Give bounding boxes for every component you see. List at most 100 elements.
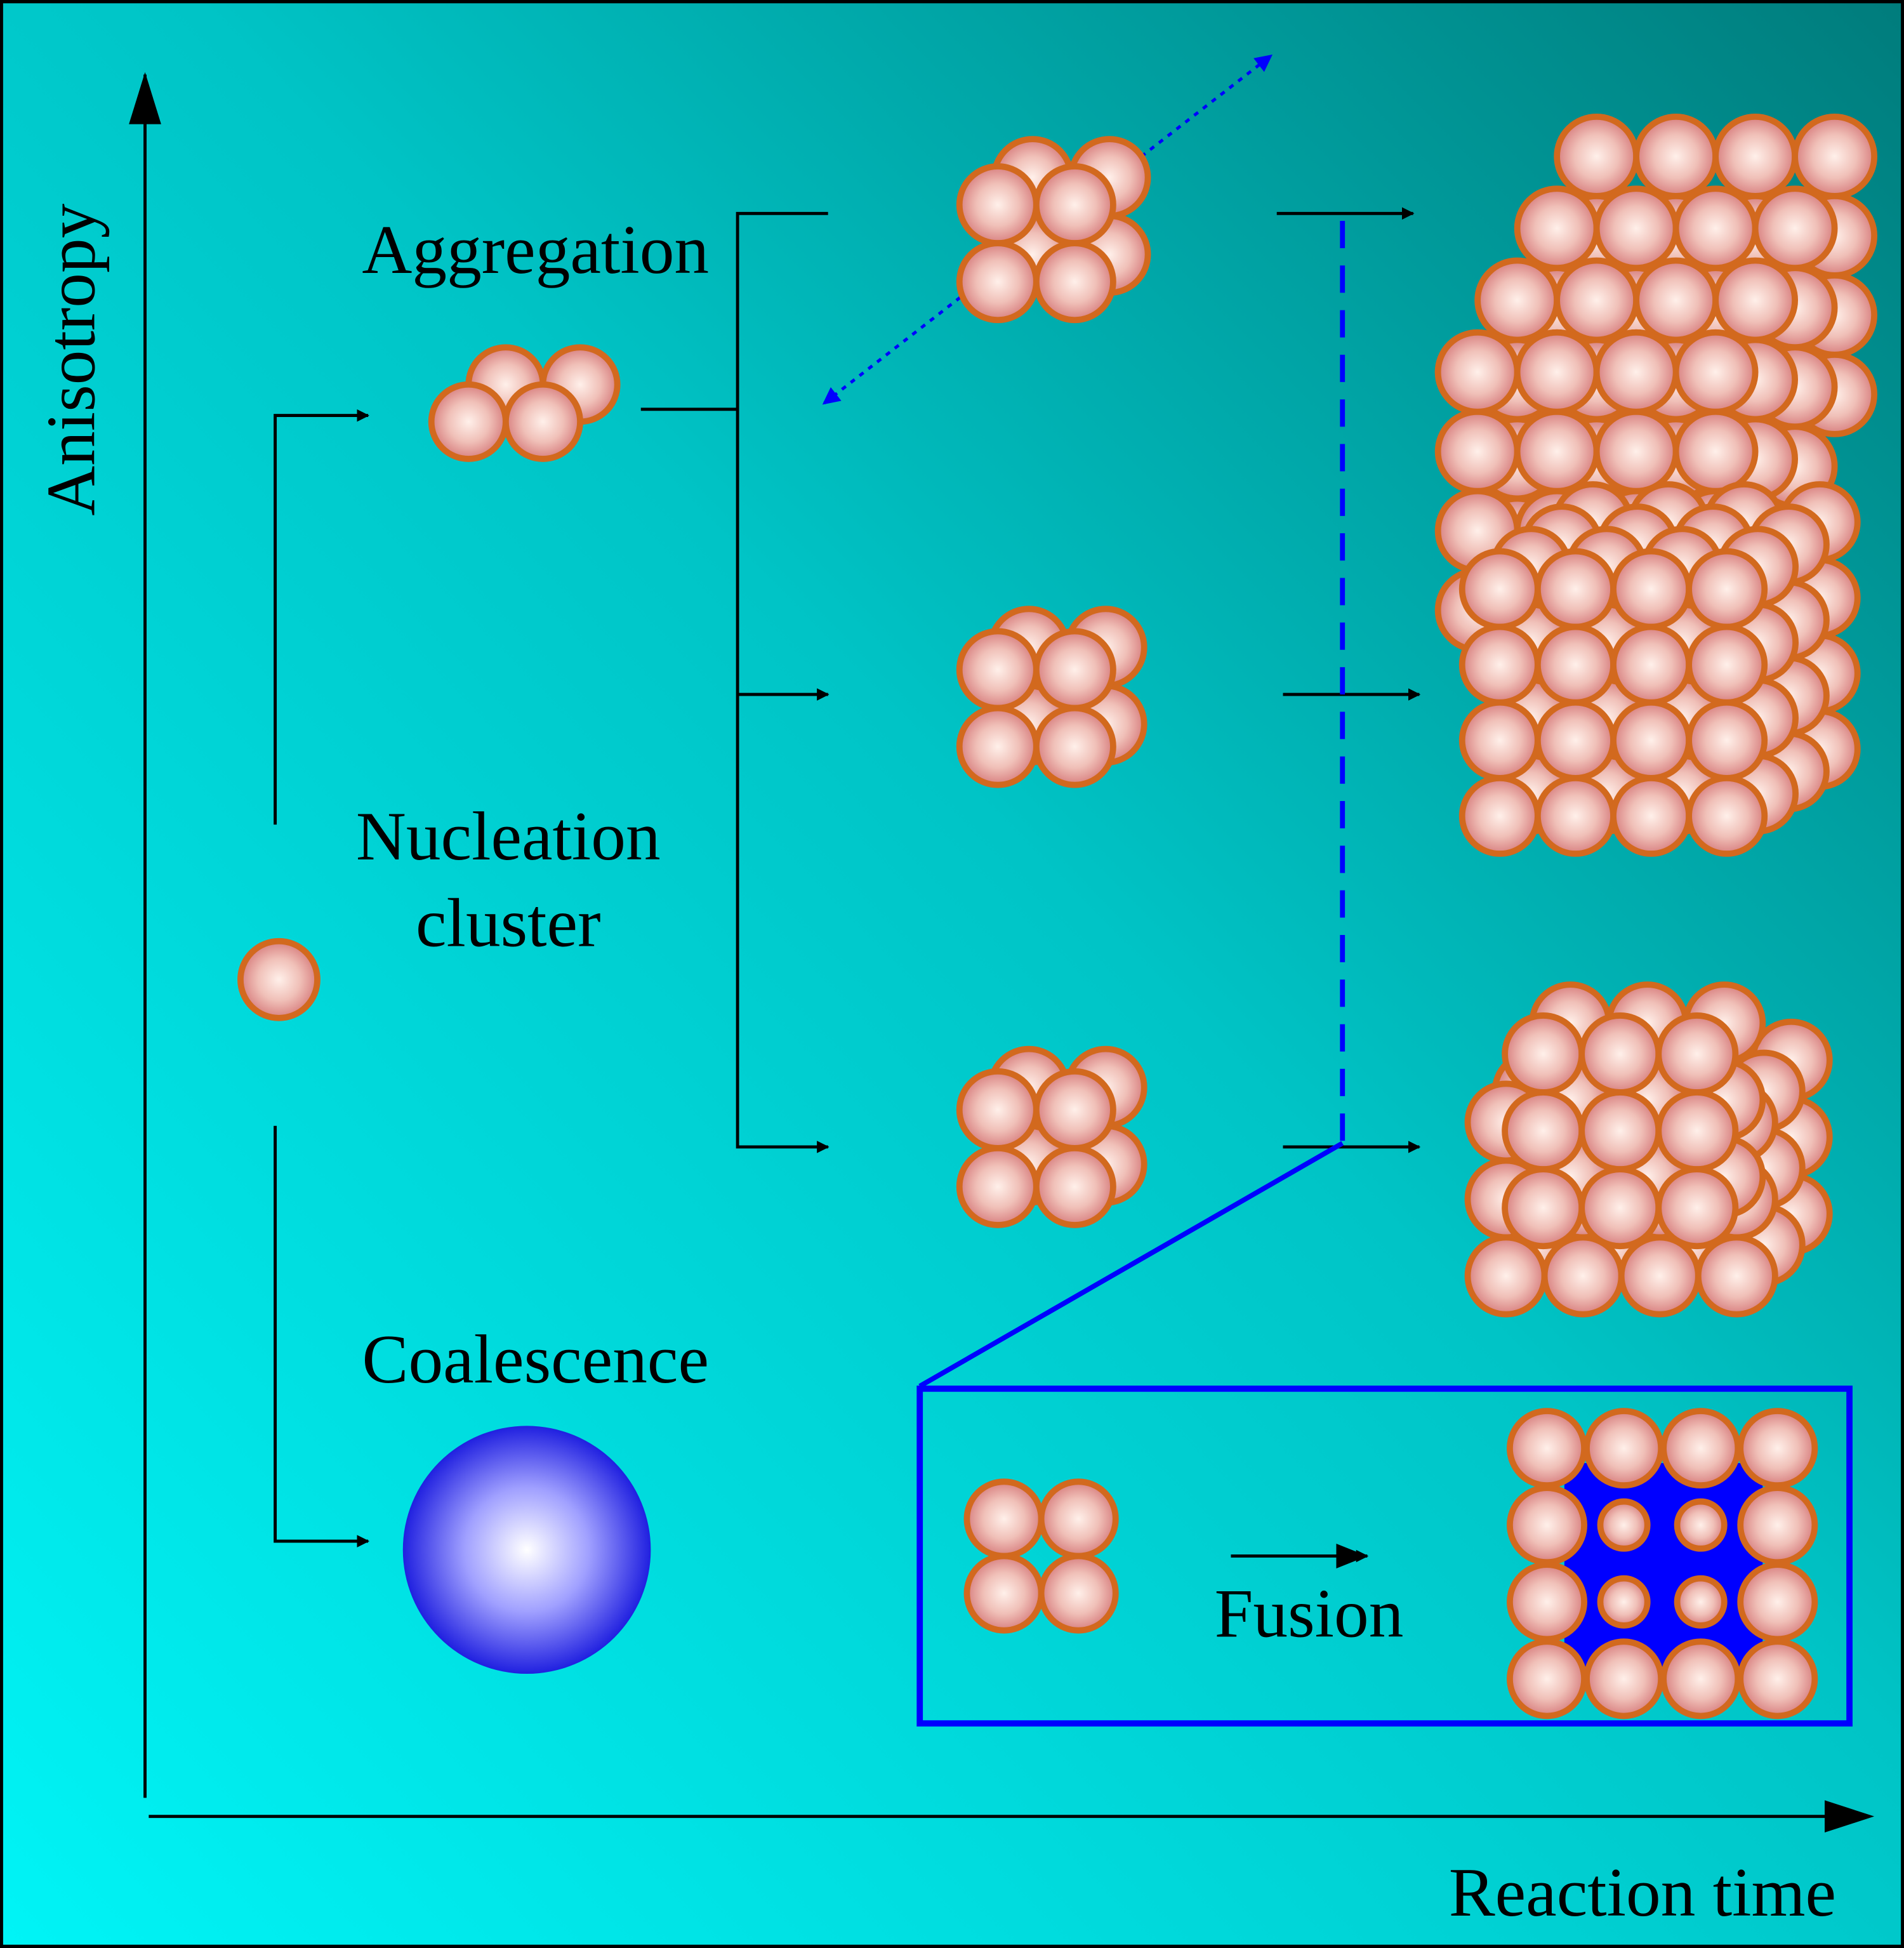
cube-particle <box>1593 329 1679 415</box>
cluster-particle <box>1033 240 1116 324</box>
fused-inner-particle <box>1674 1575 1728 1629</box>
cluster-particle <box>1033 163 1116 247</box>
coalesced-sphere <box>402 1426 651 1674</box>
cube-particle <box>1712 114 1799 199</box>
inset-particle <box>1038 1478 1119 1560</box>
inset-pointer-line <box>918 1141 1344 1389</box>
aggregation-cluster-particle <box>502 381 583 462</box>
cube-particle <box>1502 1012 1585 1096</box>
cube-particle <box>1610 775 1693 857</box>
aggregation-label: Aggregation <box>362 211 709 288</box>
inset-particle <box>963 1478 1045 1560</box>
cube-particle <box>1752 185 1838 272</box>
particles <box>237 114 1878 1719</box>
aggregation-cluster-particle <box>428 381 509 462</box>
x-axis-arrowhead <box>1825 1800 1875 1833</box>
fused-shell-particle <box>1583 1408 1665 1489</box>
coalescence-label: Coalescence <box>362 1321 709 1398</box>
cluster-particle <box>956 240 1040 324</box>
cube-particle <box>1554 257 1640 343</box>
cube-particle <box>1458 775 1541 857</box>
inset-particle <box>1038 1553 1119 1634</box>
cluster-particle <box>1033 705 1116 788</box>
cube-particle <box>1655 1012 1739 1096</box>
fused-shell-particle <box>1660 1408 1742 1489</box>
cube-particle <box>1502 1089 1585 1172</box>
cube-particle <box>1434 329 1521 415</box>
cube-particle <box>1593 185 1679 272</box>
cube-particle <box>1686 775 1768 857</box>
cluster-particle <box>956 1145 1040 1228</box>
cube-particle <box>1686 699 1768 781</box>
fused-shell-particle <box>1737 1485 1818 1566</box>
cube-particle <box>1792 114 1878 199</box>
cube-particle <box>1464 1234 1548 1318</box>
cube-particle <box>1686 623 1768 706</box>
nucleation-label-line2: cluster <box>416 885 601 962</box>
x-axis-label: Reaction time <box>1449 1854 1836 1931</box>
cube-particle <box>1610 699 1693 781</box>
cluster-particle <box>956 1068 1040 1151</box>
fused-shell-particle <box>1737 1561 1818 1643</box>
cube-particle <box>1610 548 1693 630</box>
cluster-particle <box>956 705 1040 788</box>
fusion-label: Fusion <box>1215 1575 1404 1652</box>
cube-particle <box>1618 1234 1702 1318</box>
fusion-arrowhead <box>1336 1543 1368 1569</box>
cluster-particle <box>956 628 1040 712</box>
cube-particle <box>1655 1166 1739 1250</box>
cube-particle <box>1434 408 1521 494</box>
cube-particle <box>1458 548 1541 630</box>
cluster-particle <box>956 163 1040 247</box>
cube-particle <box>1686 548 1768 630</box>
fused-inner-particle <box>1597 1575 1651 1629</box>
cube-particle <box>1554 114 1640 199</box>
cube-particle <box>1474 257 1561 343</box>
fused-core <box>1564 1463 1763 1674</box>
inset-particle <box>963 1553 1045 1634</box>
cube-particle <box>1633 257 1719 343</box>
cube-particle <box>1514 185 1600 272</box>
fused-shell-particle <box>1507 1561 1587 1643</box>
nucleation-label-line1: Nucleation <box>356 798 661 875</box>
cube-particle <box>1578 1089 1662 1172</box>
cube-particle <box>1514 329 1600 415</box>
cube-particle <box>1458 623 1541 706</box>
fused-shell-particle <box>1660 1638 1742 1719</box>
cube-particle <box>1514 408 1600 494</box>
cube-particle <box>1534 623 1616 706</box>
cube-particle <box>1593 408 1679 494</box>
cube-particle <box>1534 548 1616 630</box>
pathway-connectors <box>274 207 1421 1563</box>
cube-particle <box>1672 329 1759 415</box>
fused-inner-particle <box>1674 1498 1728 1552</box>
single-nucleus <box>237 938 321 1021</box>
cluster-particle <box>1033 1068 1116 1151</box>
cube-particle <box>1458 699 1541 781</box>
y-axis-arrowhead <box>129 72 161 124</box>
fused-shell-particle <box>1507 1638 1587 1719</box>
fused-shell-particle <box>1737 1408 1818 1489</box>
cube-particle <box>1610 623 1693 706</box>
cube-particle <box>1672 185 1759 272</box>
fused-inner-particle <box>1597 1498 1651 1552</box>
fused-shell-particle <box>1507 1408 1587 1489</box>
cube-particle <box>1578 1012 1662 1096</box>
y-axis-label: Anisotropy <box>32 203 109 515</box>
cluster-particle <box>1033 628 1116 712</box>
cube-particle <box>1655 1089 1739 1172</box>
cube-particle <box>1534 775 1616 857</box>
fused-shell-particle <box>1583 1638 1665 1719</box>
fused-shell-particle <box>1737 1638 1818 1719</box>
cluster-particle <box>1033 1145 1116 1228</box>
fusion-inset-box <box>916 1385 1853 1727</box>
fused-shell-particle <box>1507 1485 1587 1566</box>
cube-particle <box>1695 1234 1778 1318</box>
cube-particle <box>1534 699 1616 781</box>
cube-particle <box>1502 1166 1585 1250</box>
cube-particle <box>1672 408 1759 494</box>
cube-particle <box>1578 1166 1662 1250</box>
cube-particle <box>1541 1234 1625 1318</box>
